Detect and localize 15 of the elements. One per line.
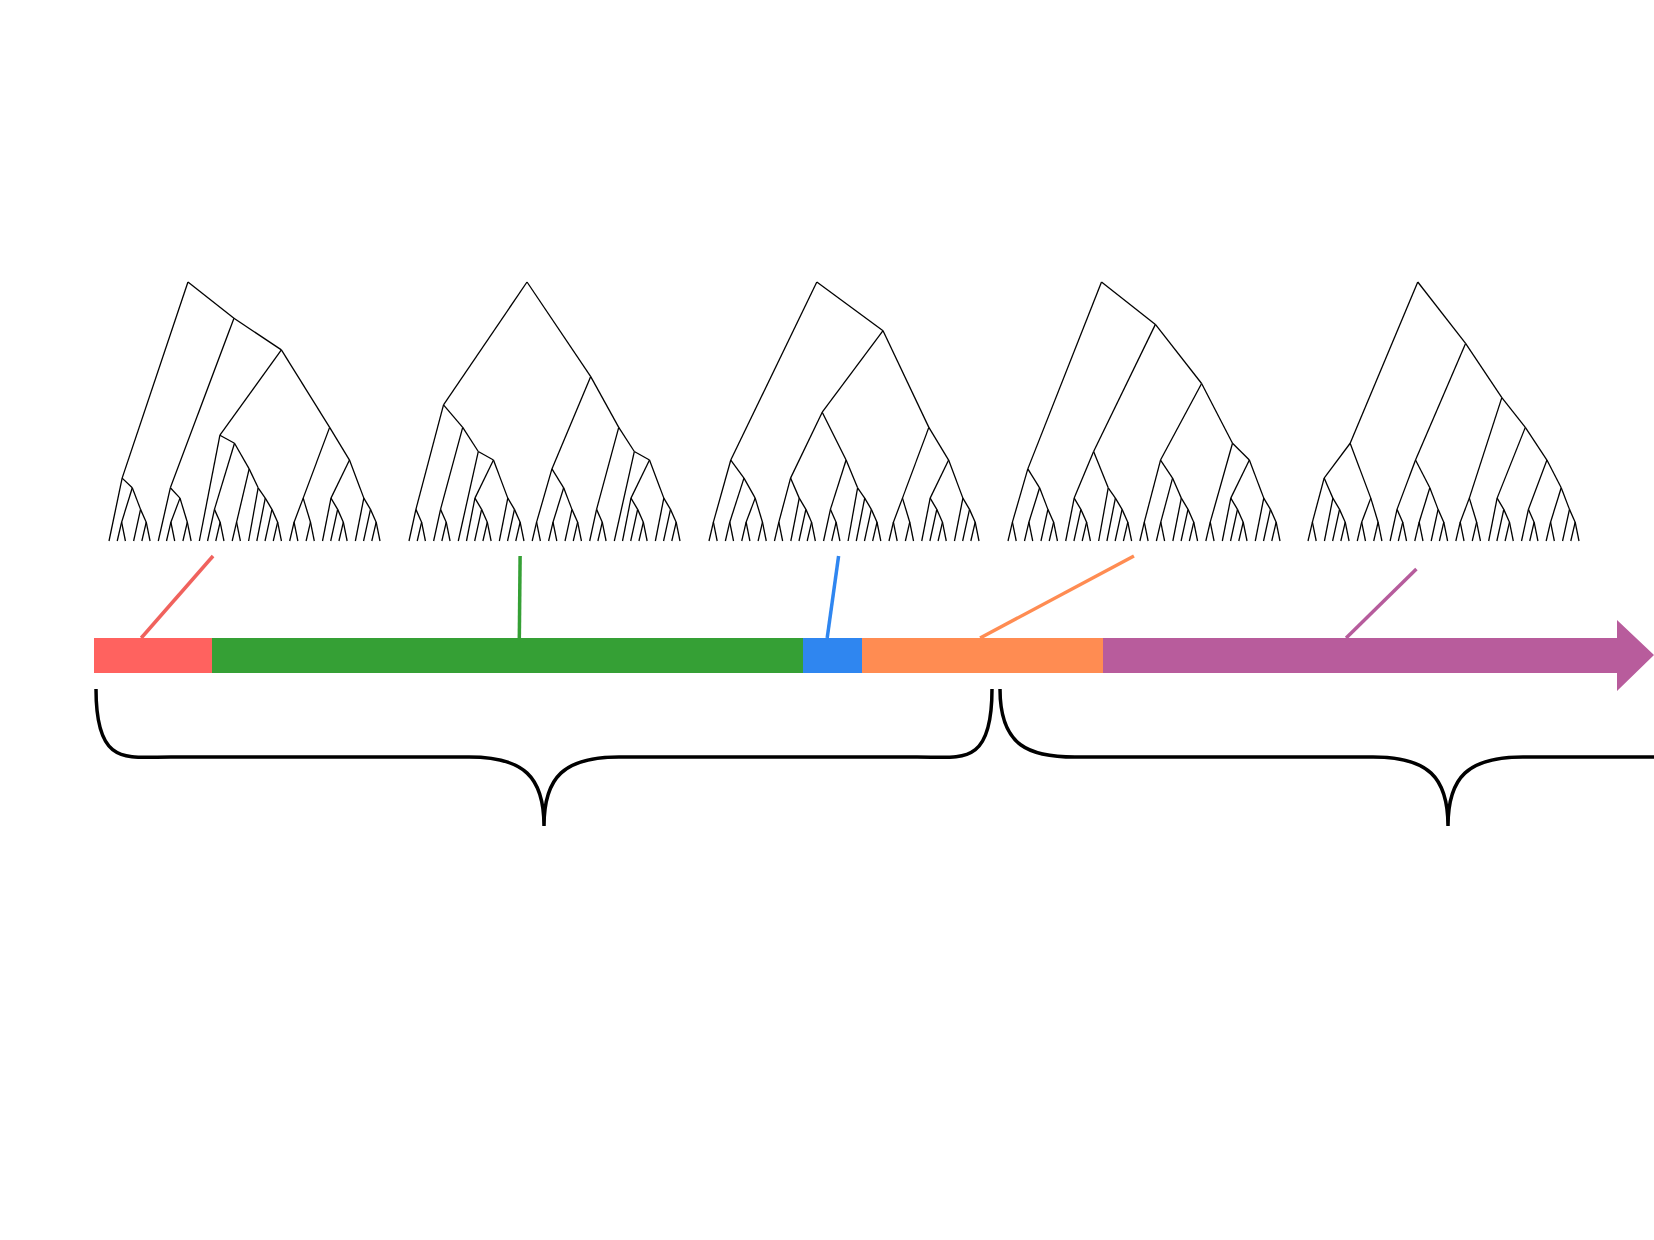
timeline-segment (94, 638, 212, 673)
timeline-segment (803, 638, 862, 673)
timeline-segment (862, 638, 1103, 673)
leader-line (139, 554, 215, 640)
phylogenetic-tree-drawing (1307, 281, 1580, 542)
timeline-segment (212, 638, 803, 673)
leader-line (1344, 567, 1418, 640)
phylogenetic-tree-drawing (1007, 281, 1281, 542)
phylogenetic-tree-drawing (708, 281, 980, 542)
timeline-arrow-segment (1103, 620, 1654, 691)
leader-line (825, 555, 841, 639)
leader-line (517, 556, 522, 638)
phylogenetic-tree-drawing (408, 281, 681, 542)
leader-line (979, 554, 1135, 640)
phylogenetic-tree-drawing (108, 281, 381, 542)
